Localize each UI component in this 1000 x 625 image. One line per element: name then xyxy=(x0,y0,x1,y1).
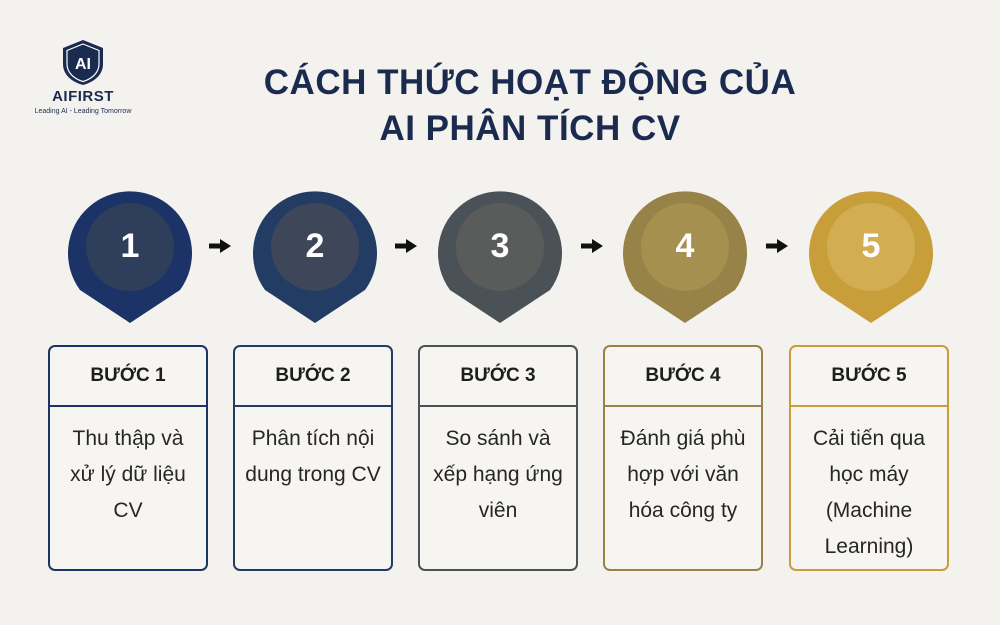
title-line-2: AI PHÂN TÍCH CV xyxy=(379,109,681,148)
logo-tagline: Leading AI - Leading Tomorrow xyxy=(34,108,132,115)
step-number: 4 xyxy=(675,227,695,265)
title-line-1: CÁCH THỨC HOẠT ĐỘNG CỦA xyxy=(263,63,797,102)
step-description: Đánh giá phù hợp với văn hóa công ty xyxy=(620,427,746,522)
map-pin-icon xyxy=(809,191,933,323)
step-card: BƯỚC 3 So sánh và xếp hạng ứng viên xyxy=(418,345,578,571)
page-title: CÁCH THỨC HOẠT ĐỘNG CỦA AI PHÂN TÍCH CV xyxy=(180,60,880,152)
step-marker: 1 xyxy=(66,185,194,323)
step-marker: 5 xyxy=(807,185,935,323)
logo-mark: AI xyxy=(75,56,91,73)
arrow-right-icon xyxy=(395,239,417,253)
step-5: 5 BƯỚC 5 Cải tiến qua học máy (Machine L… xyxy=(789,185,953,571)
step-1: 1 BƯỚC 1 Thu thập và xử lý dữ liệu CV xyxy=(48,185,212,571)
step-3: 3 BƯỚC 3 So sánh và xếp hạng ứng viên xyxy=(418,185,582,571)
step-card: BƯỚC 2 Phân tích nội dung trong CV xyxy=(233,345,393,571)
step-card: BƯỚC 4 Đánh giá phù hợp với văn hóa công… xyxy=(603,345,763,571)
step-number: 1 xyxy=(120,227,140,265)
brand-logo: AI AIFIRST Leading AI - Leading Tomorrow xyxy=(28,38,138,115)
arrow-right-icon xyxy=(581,239,603,253)
step-description: So sánh và xếp hạng ứng viên xyxy=(433,427,563,522)
step-label: BƯỚC 1 xyxy=(50,347,206,407)
step-description: Cải tiến qua học máy (Machine Learning) xyxy=(812,427,926,558)
step-label: BƯỚC 2 xyxy=(235,347,391,407)
map-pin-icon xyxy=(253,191,377,323)
step-card: BƯỚC 5 Cải tiến qua học máy (Machine Lea… xyxy=(789,345,949,571)
arrow-right-icon xyxy=(209,239,231,253)
map-pin-icon xyxy=(438,191,562,323)
step-label: BƯỚC 5 xyxy=(791,347,947,407)
step-marker: 2 xyxy=(251,185,379,323)
step-4: 4 BƯỚC 4 Đánh giá phù hợp với văn hóa cô… xyxy=(603,185,767,571)
step-marker: 3 xyxy=(436,185,564,323)
step-description: Thu thập và xử lý dữ liệu CV xyxy=(70,427,186,522)
step-number: 3 xyxy=(490,227,510,265)
step-label: BƯỚC 4 xyxy=(605,347,761,407)
step-number: 2 xyxy=(305,227,325,265)
arrow-right-icon xyxy=(766,239,788,253)
step-2: 2 BƯỚC 2 Phân tích nội dung trong CV xyxy=(233,185,397,571)
step-label: BƯỚC 3 xyxy=(420,347,576,407)
shield-logo-icon: AI xyxy=(63,40,103,85)
step-marker: 4 xyxy=(621,185,749,323)
step-number: 5 xyxy=(861,227,881,265)
step-description: Phân tích nội dung trong CV xyxy=(245,427,381,486)
map-pin-icon xyxy=(623,191,747,323)
map-pin-icon xyxy=(67,191,192,323)
logo-name: AIFIRST xyxy=(52,88,114,105)
step-card: BƯỚC 1 Thu thập và xử lý dữ liệu CV xyxy=(48,345,208,571)
